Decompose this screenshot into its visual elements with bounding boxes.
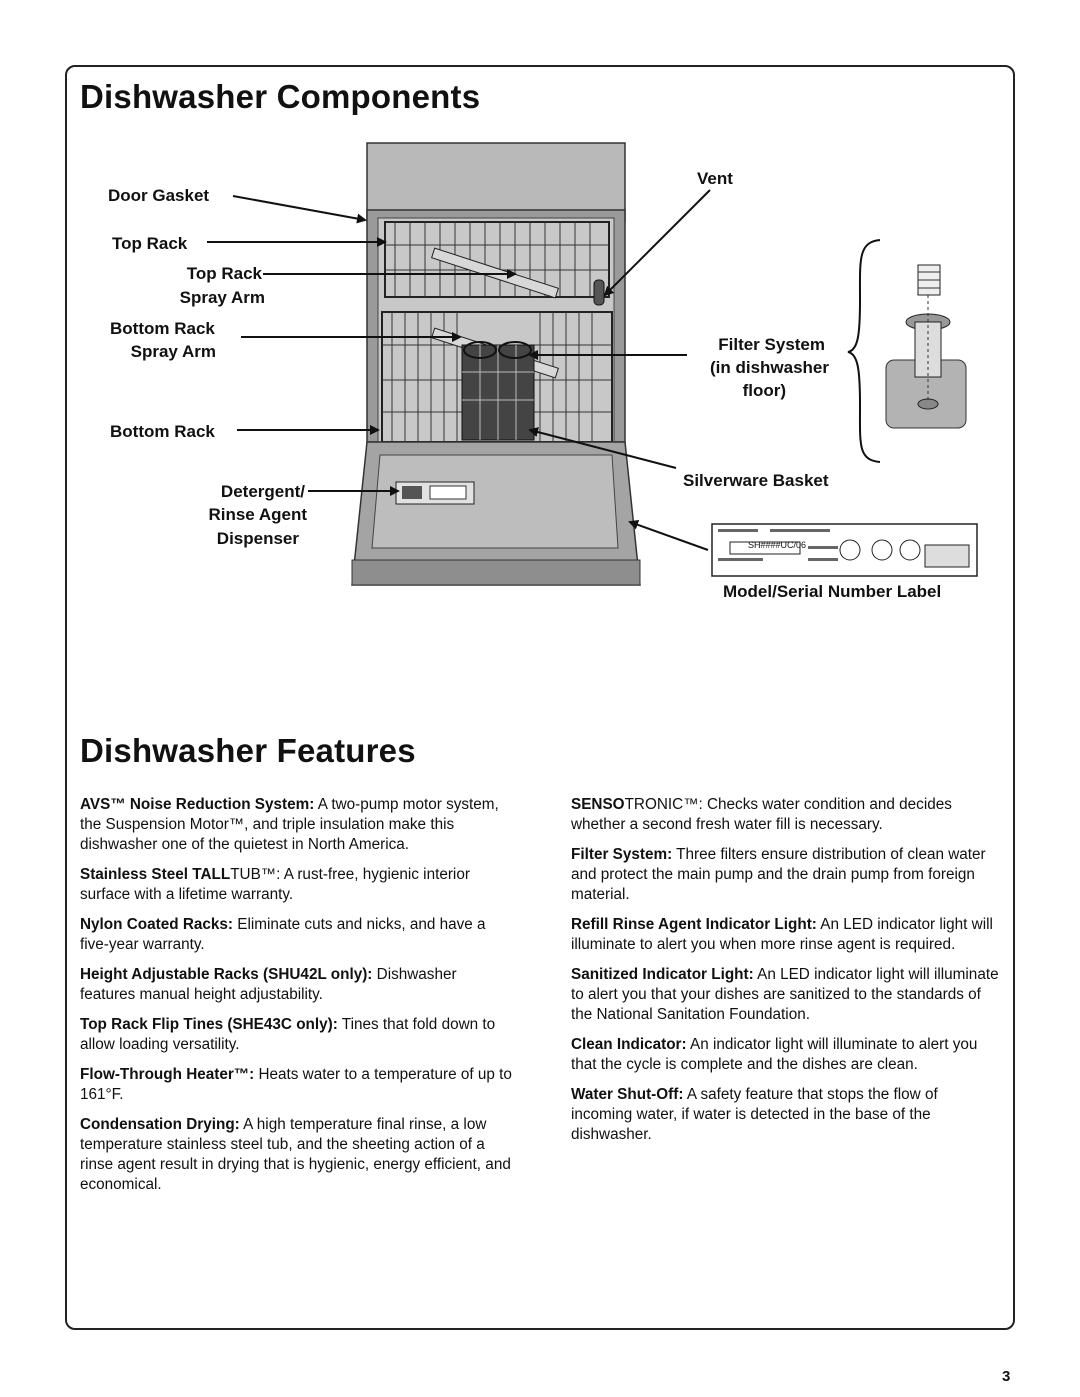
label-top-spray-arm-1: Top Rack	[186, 264, 262, 283]
label-top-spray-arm-2: Spray Arm	[179, 288, 265, 307]
feature-item: Condensation Drying: A high temperature …	[80, 1116, 511, 1193]
label-silverware-basket: Silverware Basket	[683, 471, 829, 490]
page-number: 3	[1002, 1368, 1011, 1385]
label-filter-system-2: (in dishwasher	[709, 358, 829, 377]
dishwasher-body	[351, 142, 641, 586]
feature-item: Clean Indicator: An indicator light will…	[571, 1036, 978, 1073]
dishwasher-diagram	[207, 142, 978, 586]
features-left-column: AVS™ Noise Reduction System: A two-pump …	[80, 795, 512, 1205]
filter-illustration	[885, 264, 967, 429]
label-detergent-1: Detergent/	[220, 482, 305, 501]
feature-item: Nylon Coated Racks: Eliminate cuts and n…	[80, 916, 486, 953]
filter-brace	[847, 239, 881, 463]
label-vent: Vent	[697, 169, 733, 188]
feature-item: Refill Rinse Agent Indicator Light: An L…	[571, 916, 993, 953]
label-filter-system-3: floor)	[742, 381, 786, 400]
feature-item: Height Adjustable Racks (SHU42L only): D…	[80, 966, 457, 1003]
feature-item: Sanitized Indicator Light: An LED indica…	[571, 966, 999, 1023]
feature-item: Filter System: Three filters ensure dist…	[571, 846, 986, 903]
feature-item: Stainless Steel TALLTUB™: A rust-free, h…	[80, 866, 470, 903]
label-code: SH####UC/06	[748, 540, 807, 550]
feature-item: AVS™ Noise Reduction System: A two-pump …	[80, 796, 499, 853]
model-serial-label	[711, 523, 978, 577]
feature-item: SENSOTRONIC™: Checks water condition and…	[571, 796, 952, 833]
page-frame	[65, 65, 1015, 1330]
label-bottom-spray-arm-2: Spray Arm	[130, 342, 216, 361]
label-bottom-spray-arm-1: Bottom Rack	[110, 319, 215, 338]
label-filter-system-1: Filter System	[718, 335, 825, 354]
label-door-gasket: Door Gasket	[108, 186, 210, 205]
features-right-column: SENSOTRONIC™: Checks water condition and…	[571, 795, 1003, 1155]
label-top-rack: Top Rack	[112, 234, 188, 253]
components-title: Dishwasher Components	[80, 78, 481, 115]
feature-item: Flow-Through Heater™: Heats water to a t…	[80, 1066, 512, 1103]
label-bottom-rack: Bottom Rack	[110, 422, 215, 441]
features-title: Dishwasher Features	[80, 732, 416, 769]
label-detergent-2: Rinse Agent	[208, 505, 307, 524]
feature-item: Water Shut-Off: A safety feature that st…	[571, 1086, 938, 1143]
feature-item: Top Rack Flip Tines (SHE43C only): Tines…	[80, 1016, 496, 1053]
label-model-serial: Model/Serial Number Label	[723, 582, 942, 601]
label-detergent-3: Dispenser	[216, 529, 299, 548]
